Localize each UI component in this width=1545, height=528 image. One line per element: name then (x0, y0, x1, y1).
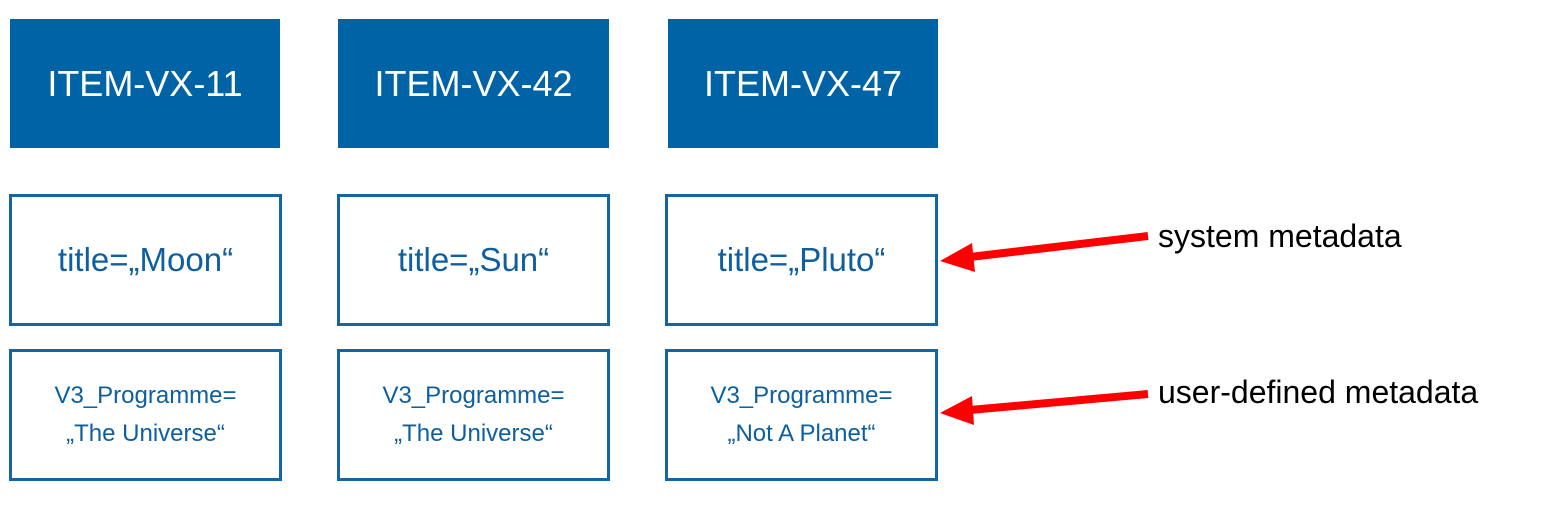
item-id-label: ITEM-VX-42 (374, 62, 573, 104)
system-metadata-box-vx-47: title=„Pluto“ (665, 194, 938, 326)
item-header-vx-11: ITEM-VX-11 (10, 19, 280, 148)
system-metadata-text: title=„Sun“ (397, 241, 550, 278)
user-metadata-value: „Not A Planet“ (727, 420, 876, 447)
user-metadata-box-vx-11: V3_Programme= „The Universe“ (9, 349, 282, 481)
user-metadata-arrow (940, 390, 1149, 425)
item-header-vx-47: ITEM-VX-47 (668, 19, 938, 148)
system-metadata-box-vx-42: title=„Sun“ (337, 194, 610, 326)
system-metadata-text: title=„Moon“ (57, 241, 234, 278)
system-metadata-box-vx-11: title=„Moon“ (9, 194, 282, 326)
user-metadata-key: V3_Programme= (54, 382, 237, 409)
user-metadata-box-vx-47: V3_Programme= „Not A Planet“ (665, 349, 938, 481)
system-metadata-arrow (940, 232, 1149, 272)
user-metadata-label: user-defined metadata (1158, 374, 1479, 410)
item-header-vx-42: ITEM-VX-42 (338, 19, 609, 148)
user-metadata-key: V3_Programme= (382, 382, 565, 409)
item-id-label: ITEM-VX-47 (703, 62, 903, 104)
item-id-label: ITEM-VX-11 (47, 62, 243, 104)
system-metadata-text: title=„Pluto“ (717, 241, 886, 278)
user-metadata-value: „The Universe“ (394, 420, 553, 447)
user-metadata-box-vx-42: V3_Programme= „The Universe“ (337, 349, 610, 481)
system-metadata-label: system metadata (1158, 218, 1402, 254)
user-metadata-value: „The Universe“ (66, 420, 225, 447)
user-metadata-key: V3_Programme= (710, 382, 893, 409)
